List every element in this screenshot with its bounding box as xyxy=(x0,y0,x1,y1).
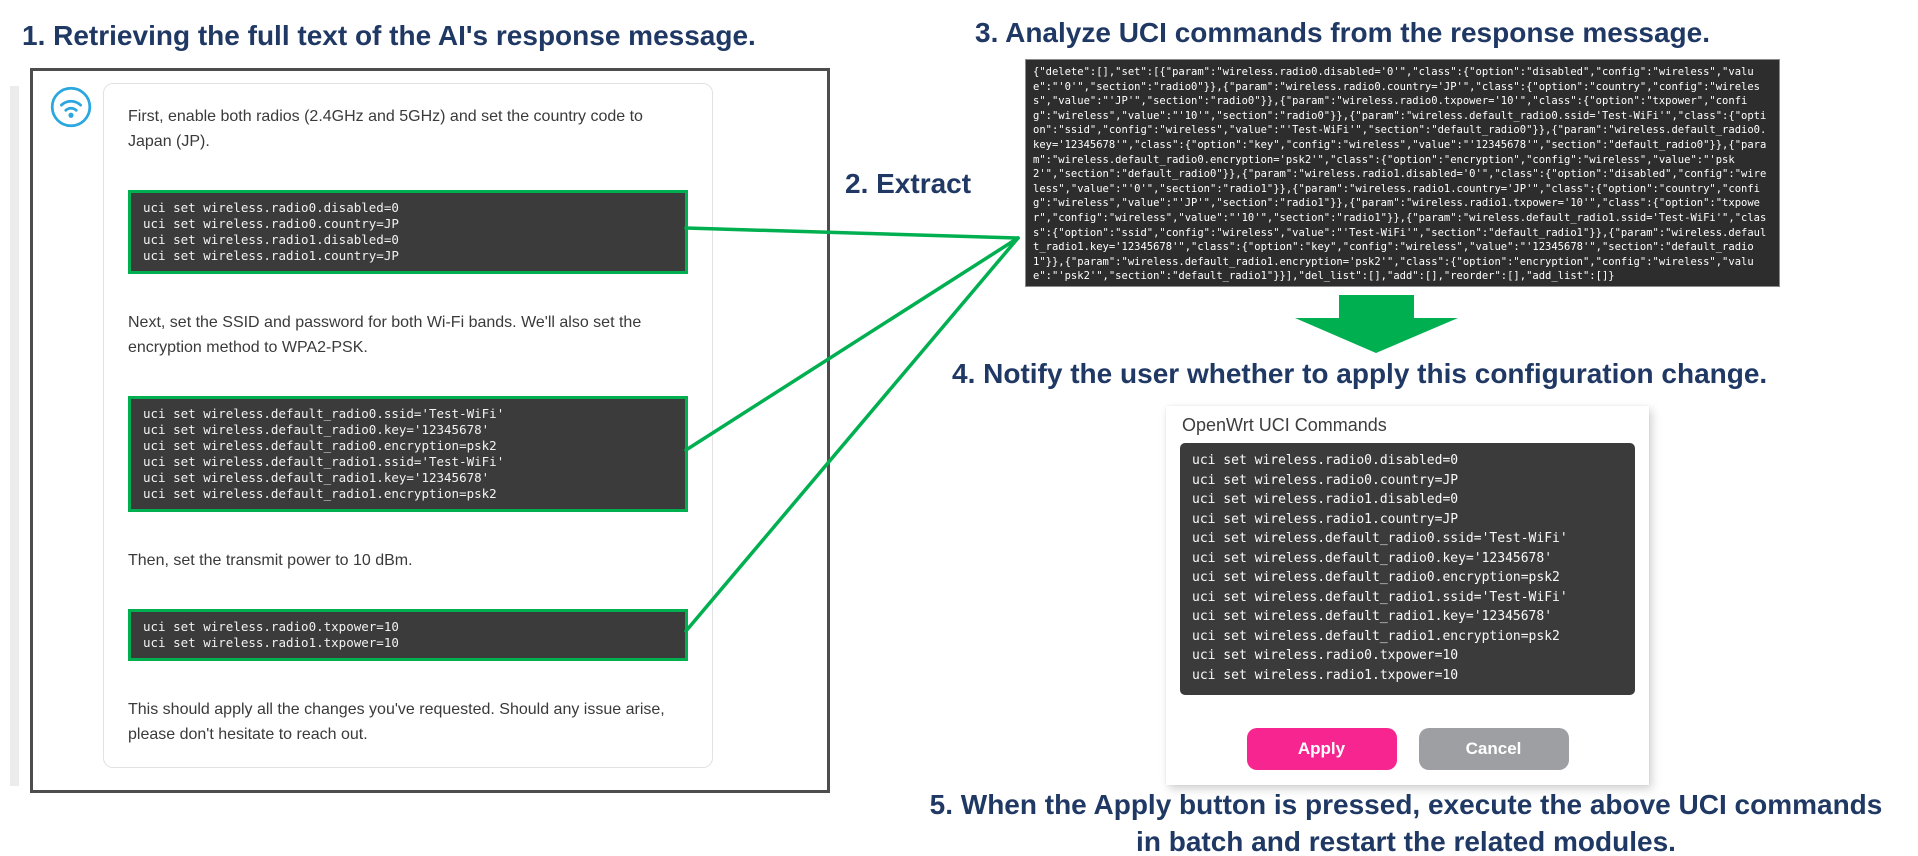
page-edge-strip xyxy=(10,86,19,786)
step5-heading: 5. When the Apply button is pressed, exe… xyxy=(929,789,1883,856)
chat-paragraph-4: This should apply all the changes you've… xyxy=(128,701,665,743)
chat-paragraph-3: Then, set the transmit power to 10 dBm. xyxy=(128,552,413,569)
chat-paragraph-1: First, enable both radios (2.4GHz and 5G… xyxy=(128,108,643,150)
uci-confirm-dialog: OpenWrt UCI Commands uci set wireless.ra… xyxy=(1166,406,1649,785)
step2-extract-label: 2. Extract xyxy=(845,168,972,199)
chat-message-bubble: First, enable both radios (2.4GHz and 5G… xyxy=(103,83,713,768)
step4-heading: 4. Notify the user whether to apply this… xyxy=(952,358,1768,389)
apply-button[interactable]: Apply xyxy=(1246,728,1397,770)
step3-heading: 3. Analyze UCI commands from the respons… xyxy=(975,17,1710,48)
dialog-title: OpenWrt UCI Commands xyxy=(1182,415,1387,435)
uci-code-block-3: uci set wireless.radio0.txpower=10 uci s… xyxy=(128,609,688,661)
uci-code-block-2: uci set wireless.default_radio0.ssid='Te… xyxy=(128,396,688,512)
cancel-button[interactable]: Cancel xyxy=(1418,728,1569,770)
dialog-button-row: Apply Cancel xyxy=(1166,728,1649,770)
chat-panel: First, enable both radios (2.4GHz and 5G… xyxy=(30,68,830,793)
chat-paragraph-2: Next, set the SSID and password for both… xyxy=(128,314,642,356)
wifi-icon xyxy=(49,85,93,129)
down-arrow-icon xyxy=(1295,295,1458,353)
dialog-code-block: uci set wireless.radio0.disabled=0 uci s… xyxy=(1180,443,1635,695)
analyzed-json-block: {"delete":[],"set":[{"param":"wireless.r… xyxy=(1025,59,1780,287)
step1-heading: 1. Retrieving the full text of the AI's … xyxy=(22,20,756,51)
uci-code-block-1: uci set wireless.radio0.disabled=0 uci s… xyxy=(128,190,688,274)
